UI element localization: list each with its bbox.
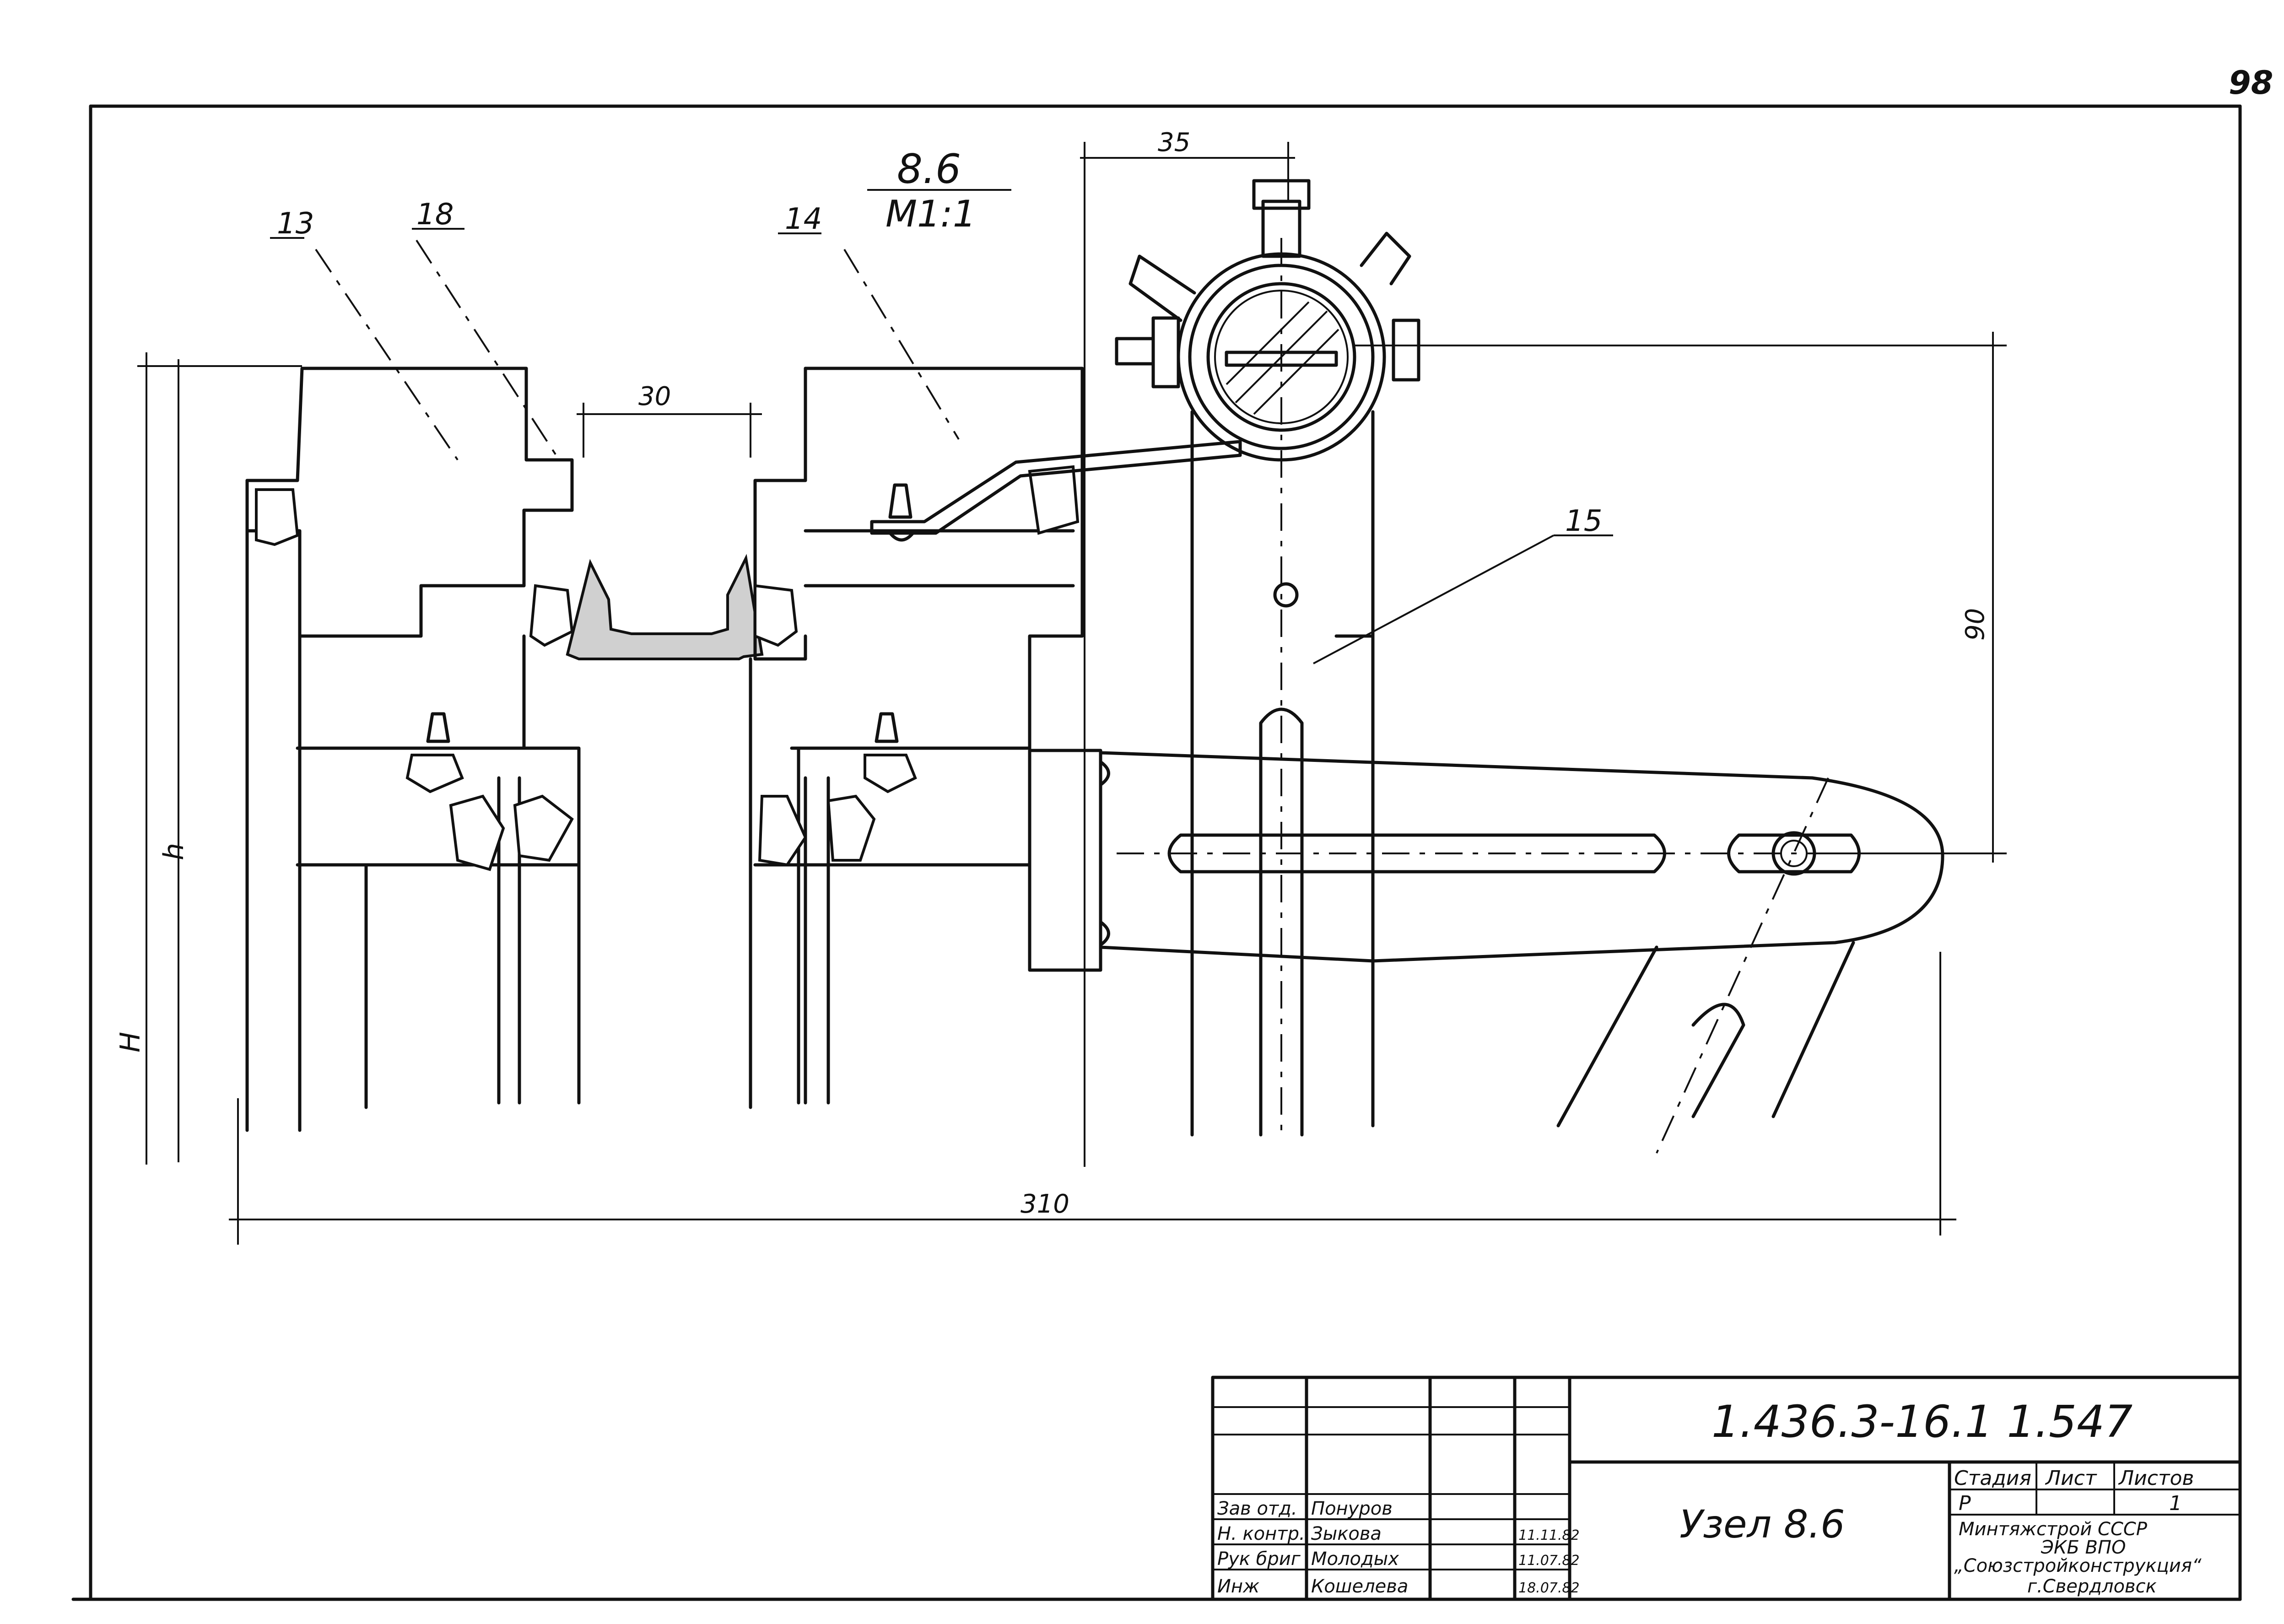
name-3: Молодых: [1311, 1548, 1399, 1570]
role-2: Н. контр.: [1217, 1523, 1305, 1544]
callout-13: 13: [277, 207, 314, 241]
org-line-4: г.Свердловск: [2027, 1576, 2157, 1597]
document-code: 1.436.3-16.1 1.547: [1712, 1396, 2133, 1447]
date-2: 11.11.82: [1518, 1527, 1580, 1543]
org-line-1: Минтяжстрой СССР: [1959, 1519, 2148, 1540]
dim-H: H: [114, 1032, 146, 1052]
dim-90: 90: [1960, 608, 1990, 641]
callout-14: 14: [785, 202, 822, 236]
role-4: Инж: [1217, 1576, 1259, 1597]
clamp-block: [1028, 749, 1110, 972]
callout-18: 18: [416, 198, 454, 232]
diagonal-support: [1556, 777, 1855, 1154]
dim-h: h: [158, 843, 190, 860]
profile-13: [245, 367, 581, 1132]
profile-14: [749, 367, 1084, 1109]
role-3: Рук бриг: [1217, 1548, 1301, 1570]
callouts: 13 18 14 15: [270, 198, 1613, 664]
dim-35: 35: [1158, 128, 1190, 157]
drawing-name: Узел 8.6: [1679, 1502, 1845, 1547]
date-3: 11.07.82: [1518, 1553, 1580, 1569]
name-2: Зыкова: [1311, 1523, 1382, 1544]
screws: [426, 483, 915, 743]
org-line-2: ЭКБ ВПО: [2041, 1537, 2126, 1558]
channel-insert-18: [566, 554, 764, 660]
role-1: Зав отд.: [1217, 1498, 1297, 1519]
org-line-3: „Союзстройконструкция“: [1954, 1555, 2202, 1576]
slotted-arm: [1099, 751, 1944, 963]
dim-310: 310: [1021, 1189, 1069, 1219]
stage-value: Р: [1959, 1492, 1971, 1515]
view-scale: М1:1: [886, 193, 976, 235]
spring-arm: [870, 440, 1242, 535]
col-stage: Стадия: [1954, 1467, 2031, 1490]
sheets-value: 1: [2169, 1492, 2182, 1515]
view-label: 8.6 М1:1: [867, 146, 1011, 235]
dimensions: 35 30 90 310 h H: [114, 128, 2007, 1245]
seals: [255, 465, 1080, 871]
col-sheets: Листов: [2118, 1467, 2194, 1490]
callout-15: 15: [1565, 504, 1602, 538]
view-title: 8.6: [897, 146, 961, 193]
col-sheet: Лист: [2045, 1467, 2097, 1490]
title-block: 1.436.3-16.1 1.547 Узел 8.6 Зав отд. Н. …: [1211, 1376, 2242, 1601]
date-4: 18.07.82: [1518, 1580, 1580, 1596]
vertical-bar-15: [1190, 238, 1375, 1137]
page-number: 98: [2229, 64, 2273, 102]
name-1: Понуров: [1311, 1498, 1393, 1519]
name-4: Кошелева: [1311, 1576, 1408, 1597]
dim-30: 30: [638, 382, 671, 411]
round-clamp: [1115, 179, 1420, 462]
